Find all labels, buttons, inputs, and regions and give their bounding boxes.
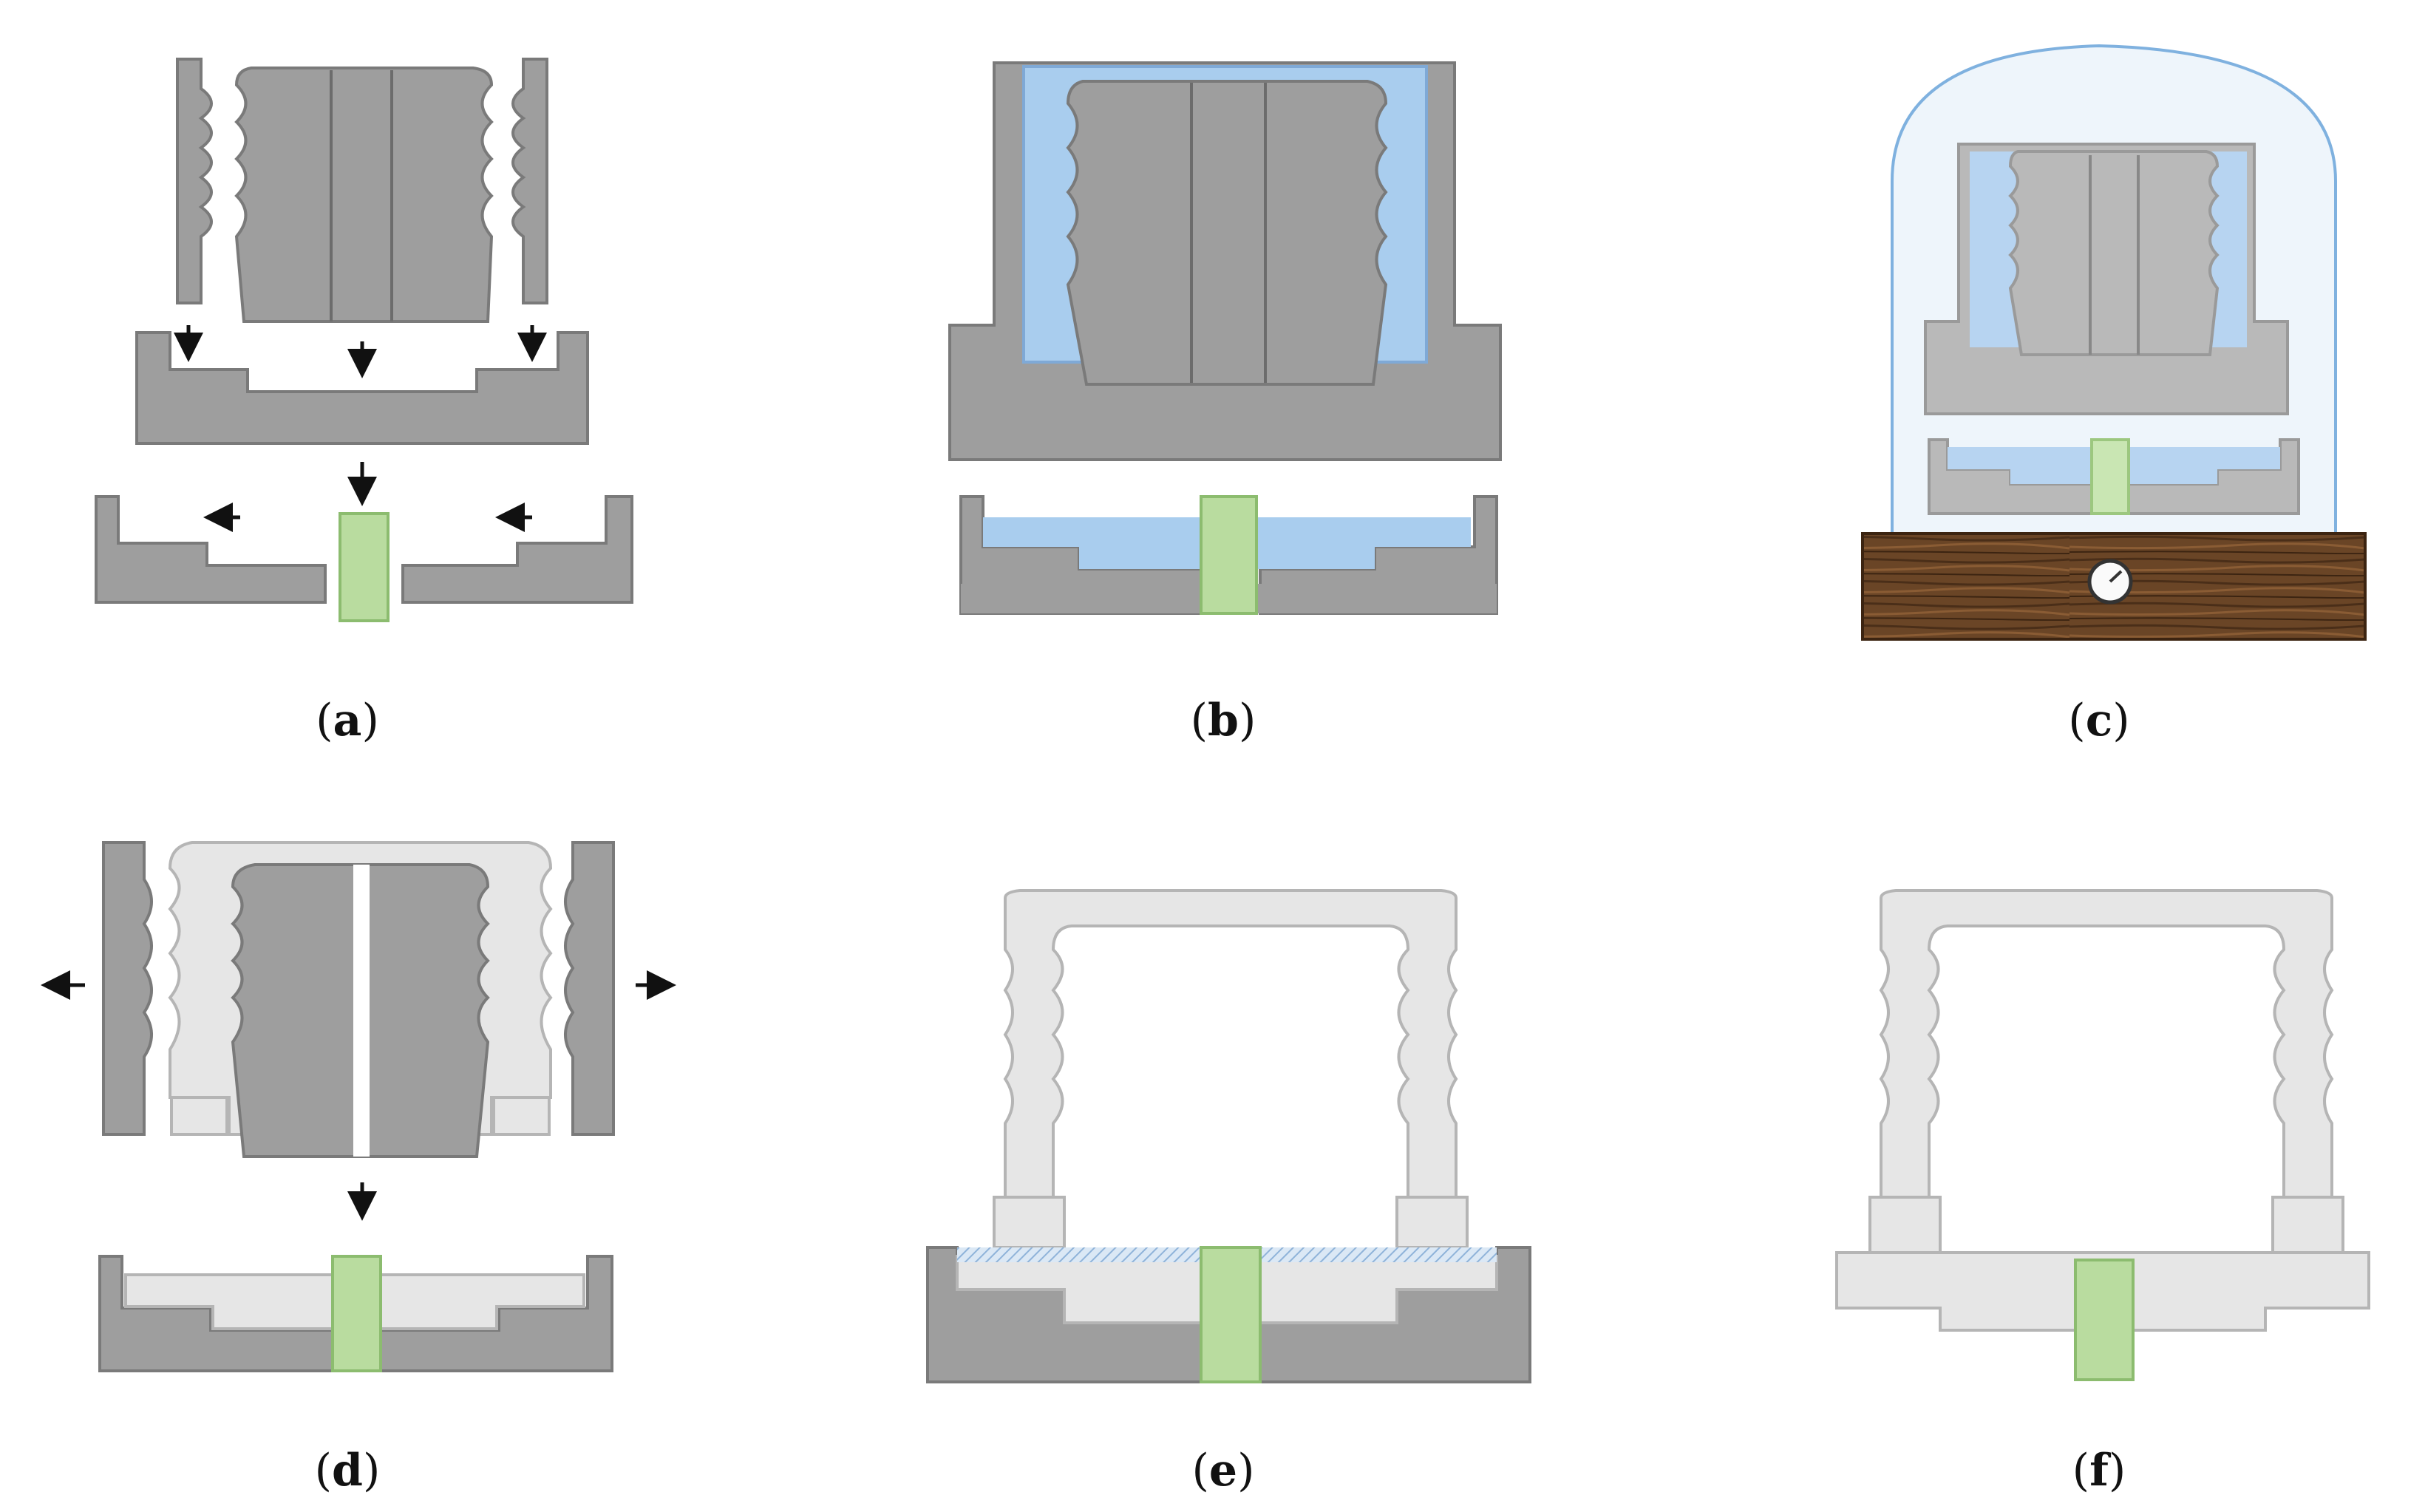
- caption-c: (c): [2068, 695, 2130, 746]
- caption-f: (f): [2072, 1445, 2126, 1496]
- left-side-mold: [176, 58, 213, 304]
- insert: [2074, 1259, 2135, 1381]
- insert: [1200, 1246, 1262, 1383]
- caption-f-letter: f: [2089, 1445, 2109, 1496]
- caption-b: (b): [1190, 695, 1256, 746]
- insert: [331, 1255, 382, 1372]
- insert: [2090, 438, 2130, 515]
- base-mold: [135, 331, 589, 445]
- caption-d-letter: d: [332, 1445, 363, 1496]
- panel-a: [95, 58, 633, 622]
- caption-d: (d): [314, 1445, 381, 1496]
- core-mold: [234, 67, 494, 323]
- sintered-part: [1879, 889, 2334, 1199]
- right-side-mold: [511, 58, 548, 304]
- panel-f: [1835, 889, 2370, 1381]
- panel-e: [926, 889, 1531, 1383]
- green-body: [1003, 889, 1458, 1199]
- right-side-mold: [564, 841, 615, 1136]
- caption-e-letter: e: [1208, 1445, 1238, 1496]
- panel-c: [1861, 44, 2367, 641]
- caption-c-letter: c: [2085, 695, 2113, 746]
- bottom-right-mold: [401, 495, 633, 604]
- caption-a: (a): [316, 695, 379, 746]
- caption-b-letter: b: [1208, 695, 1239, 746]
- panel-d: [41, 841, 676, 1372]
- insert: [339, 512, 390, 622]
- panel-b: [948, 61, 1502, 615]
- bottom-left-mold: [95, 495, 327, 604]
- core-mold: [1066, 80, 1388, 386]
- caption-e: (e): [1191, 1445, 1255, 1496]
- core-mold: [2008, 150, 2220, 356]
- left-side-mold: [102, 841, 153, 1136]
- insert: [1200, 495, 1258, 615]
- caption-a-letter: a: [333, 695, 362, 746]
